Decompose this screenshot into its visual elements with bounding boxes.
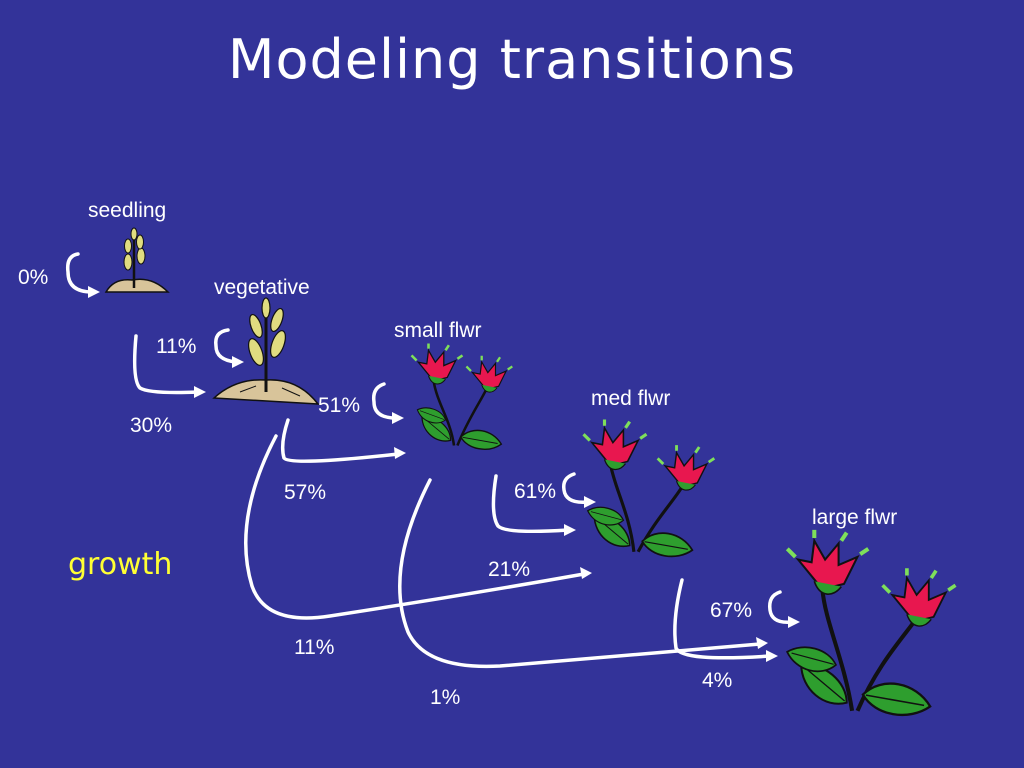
med-stay-arrow: [561, 472, 590, 504]
rate-vegetative-to-small: 57%: [284, 481, 327, 504]
small-stay-arrow: [371, 382, 398, 420]
seedling-stay-arrow: [65, 252, 94, 294]
rate-med-to-large: 4%: [702, 669, 733, 692]
med-to-large-arrow: [673, 578, 772, 660]
rate-med-stay: 61%: [514, 480, 557, 503]
rate-small-to-med: 21%: [488, 558, 531, 581]
vegetative-plant-icon: [212, 297, 320, 405]
stage-label-medium-flower: med flwr: [591, 387, 671, 410]
rate-seedling-to-vegetative: 30%: [130, 414, 173, 437]
vegetative-stay-arrow: [214, 328, 238, 364]
large-stay-arrow: [767, 590, 794, 624]
small-flower-icon: [410, 342, 514, 454]
seedling-sprout-icon: [104, 227, 170, 293]
growth-caption: growth: [68, 547, 173, 582]
rate-large-stay: 67%: [710, 599, 753, 622]
rate-vegetative-to-med: 11%: [294, 636, 335, 659]
slide-title: Modeling transitions: [227, 28, 797, 91]
vegetative-to-small-arrow: [280, 418, 400, 463]
small-to-large-arrow: [398, 478, 762, 669]
medium-flower-icon: [581, 417, 716, 562]
small-to-med-arrow: [491, 474, 570, 534]
stage-label-vegetative: vegetative: [214, 276, 310, 299]
large-flower-icon: [783, 530, 958, 722]
vegetative-to-med-arrow: [244, 434, 586, 620]
rate-vegetative-stay: 11%: [156, 335, 197, 358]
arrows: [65, 252, 800, 669]
rate-small-to-large: 1%: [430, 686, 461, 709]
seedling-to-vegetative-arrow: [132, 334, 200, 395]
stage-label-seedling: seedling: [88, 199, 167, 222]
stage-label-large-flower: large flwr: [812, 506, 898, 529]
rate-seedling-stay: 0%: [18, 266, 49, 289]
stage-label-small-flower: small flwr: [394, 319, 482, 342]
rate-small-stay: 51%: [318, 394, 361, 417]
